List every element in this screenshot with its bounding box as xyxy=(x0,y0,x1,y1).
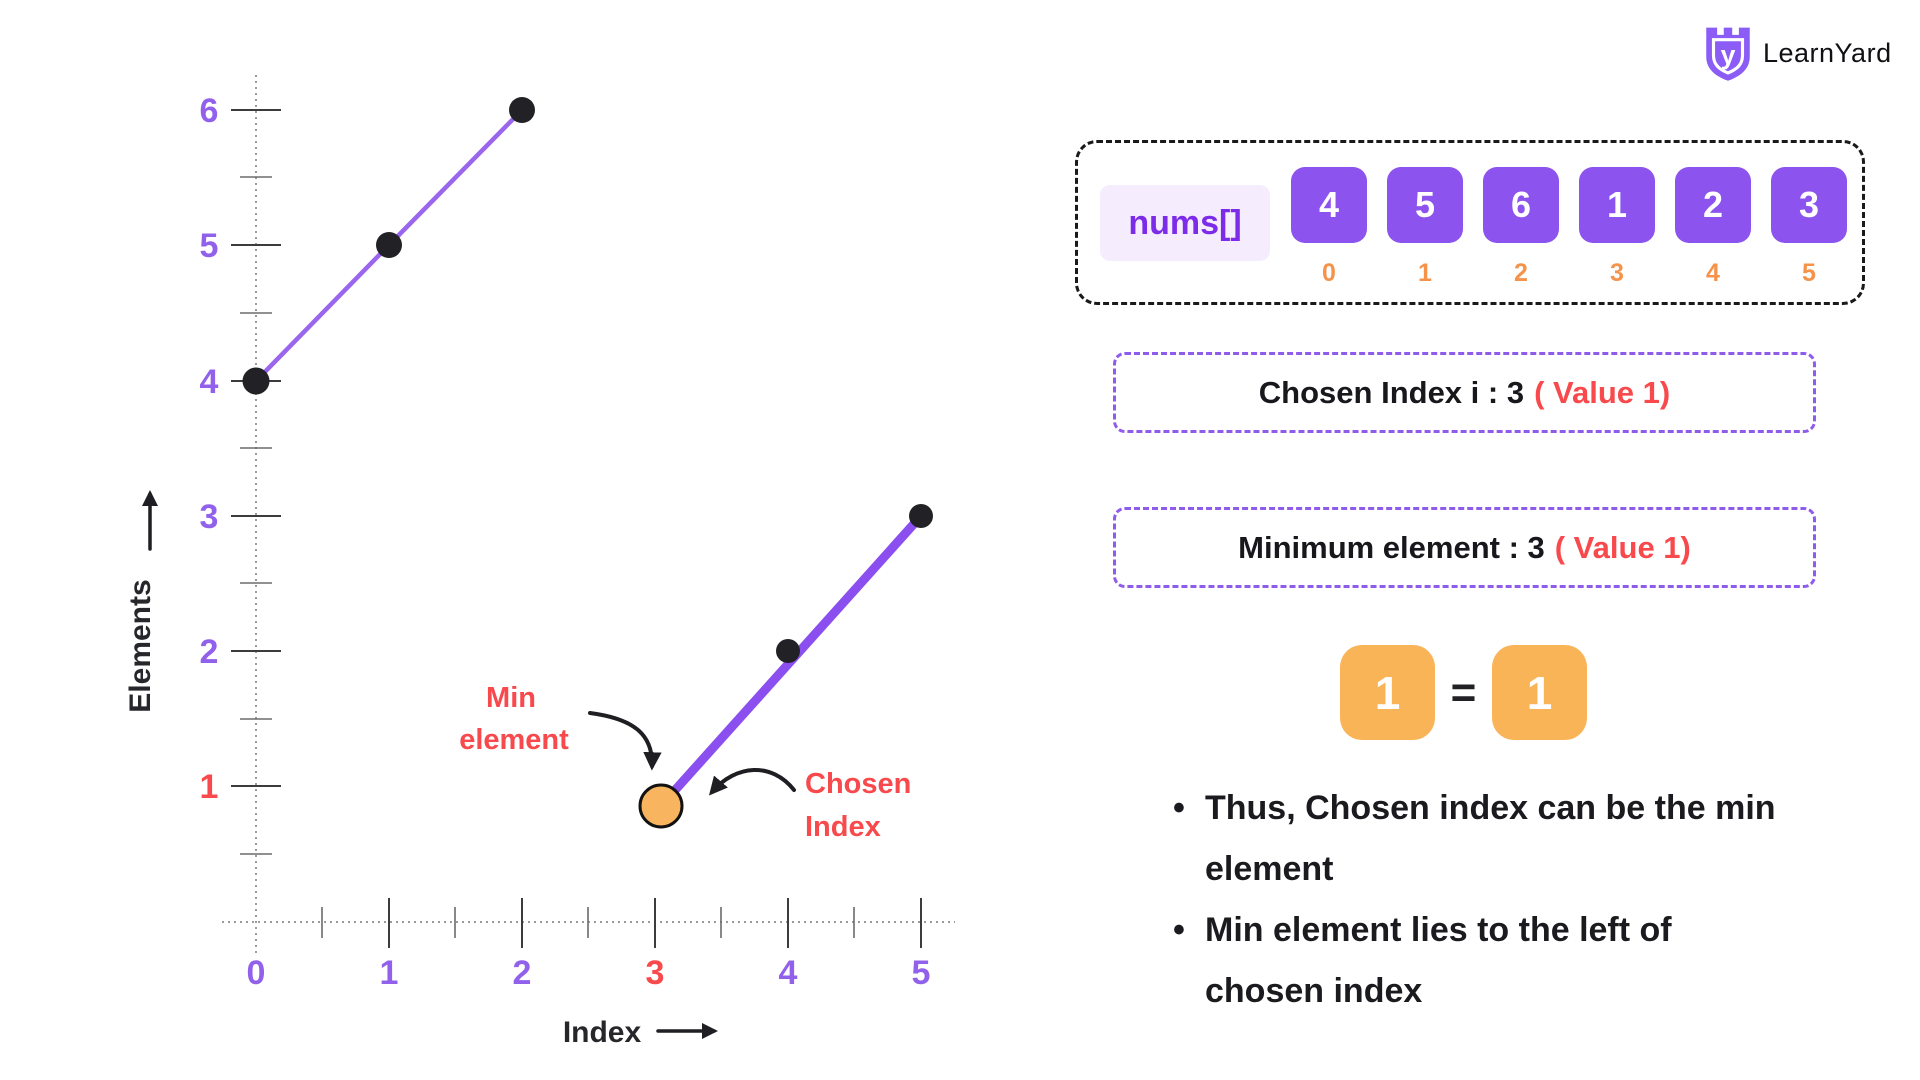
array-cell-column: 6 2 xyxy=(1483,167,1559,288)
y-tick-label-1-highlighted: 1 xyxy=(200,768,219,806)
y-tick-label-6: 6 xyxy=(200,92,219,130)
x-tick-label-1: 1 xyxy=(380,954,399,992)
array-cell-index: 5 xyxy=(1802,259,1816,287)
value-equality-row: 1 = 1 xyxy=(1340,645,1587,740)
nums-array-panel: nums[] 4 0 5 1 6 2 1 3 2 4 3 5 xyxy=(1075,140,1865,305)
minimum-element-text: Minimum element : 3 xyxy=(1238,529,1545,565)
x-tick-label-3-highlighted: 3 xyxy=(646,954,665,992)
array-cell-index: 2 xyxy=(1514,259,1528,287)
data-point-2-6 xyxy=(509,97,535,123)
equality-left-value: 1 xyxy=(1340,645,1435,740)
chosen-index-arrow-icon xyxy=(709,768,796,796)
bullet-text-2: Min element lies to the left of chosen i… xyxy=(1205,911,1672,1010)
chosen-index-value-note: ( Value 1) xyxy=(1534,374,1671,410)
x-axis-title: Index xyxy=(563,1016,642,1049)
array-cell-value: 6 xyxy=(1483,167,1559,243)
logo-wordmark: LearnYard xyxy=(1763,37,1892,68)
array-cell-column: 2 4 xyxy=(1675,167,1751,288)
y-tick-label-4: 4 xyxy=(200,363,219,401)
array-cell-value: 5 xyxy=(1387,167,1463,243)
y-major-ticks xyxy=(231,109,281,787)
chosen-index-info-box: Chosen Index i : 3 ( Value 1) xyxy=(1113,352,1816,433)
logo-monogram: y xyxy=(1721,40,1736,70)
bullet-dot: • xyxy=(1173,789,1185,827)
min-element-point-3-1 xyxy=(638,783,684,829)
bullet-dot: • xyxy=(1173,911,1185,949)
chosen-index-text: Chosen Index i : 3 xyxy=(1258,374,1525,410)
conclusion-bullet-list: • Thus, Chosen index can be the min elem… xyxy=(1173,778,1783,1022)
array-cell-value: 4 xyxy=(1291,167,1367,243)
chosen-index-label-line2: Index xyxy=(805,811,881,843)
min-element-label-line2: element xyxy=(459,724,569,756)
bullet-item-2: • Min element lies to the left of chosen… xyxy=(1173,900,1783,1022)
data-point-5-3 xyxy=(909,504,933,528)
x-tick-label-4: 4 xyxy=(779,954,798,992)
min-element-arrow-icon xyxy=(588,711,662,771)
array-cell-index: 3 xyxy=(1610,259,1624,287)
chosen-index-label-line1: Chosen xyxy=(805,768,911,800)
array-cell-value: 1 xyxy=(1579,167,1655,243)
equality-right-value: 1 xyxy=(1492,645,1587,740)
array-cell-column: 1 3 xyxy=(1579,167,1655,288)
elements-index-chart: 6 5 4 3 2 1 0 1 2 3 4 5 Elements Index M… xyxy=(124,75,955,1049)
data-point-4-2 xyxy=(776,639,800,663)
array-cell-value: 3 xyxy=(1771,167,1847,243)
equals-sign: = xyxy=(1450,667,1477,717)
bullet-item-1: • Thus, Chosen index can be the min elem… xyxy=(1173,778,1783,900)
array-cell-index: 4 xyxy=(1706,259,1720,287)
x-minor-ticks xyxy=(321,907,855,938)
array-cell-value: 2 xyxy=(1675,167,1751,243)
array-cell-index: 0 xyxy=(1322,259,1336,287)
array-cell-column: 5 1 xyxy=(1387,167,1463,288)
y-tick-label-5: 5 xyxy=(200,227,219,265)
minimum-element-value-note: ( Value 1) xyxy=(1554,529,1691,565)
min-element-label-line1: Min xyxy=(486,682,536,714)
learnyard-logo: y LearnYard xyxy=(1703,24,1892,82)
y-tick-label-3: 3 xyxy=(200,498,219,536)
x-tick-label-5: 5 xyxy=(912,954,931,992)
y-tick-label-2: 2 xyxy=(200,633,219,671)
x-major-ticks xyxy=(388,898,922,948)
y-axis-title: Elements xyxy=(124,579,157,712)
array-cell-column: 3 5 xyxy=(1771,167,1847,288)
minimum-element-info-box: Minimum element : 3 ( Value 1) xyxy=(1113,507,1816,588)
data-point-1-5 xyxy=(376,232,402,258)
array-cell-column: 4 0 xyxy=(1291,167,1367,288)
data-point-0-4 xyxy=(242,367,270,395)
x-tick-label-2: 2 xyxy=(513,954,532,992)
nums-array-label: nums[] xyxy=(1100,185,1270,261)
bullet-text-1: Thus, Chosen index can be the min elemen… xyxy=(1205,789,1776,888)
learnyard-shield-icon: y xyxy=(1706,27,1750,81)
y-minor-ticks xyxy=(240,176,272,855)
array-cell-index: 1 xyxy=(1418,259,1432,287)
x-tick-label-0: 0 xyxy=(247,954,266,992)
nums-array-cells: 4 0 5 1 6 2 1 3 2 4 3 5 xyxy=(1291,167,1847,288)
